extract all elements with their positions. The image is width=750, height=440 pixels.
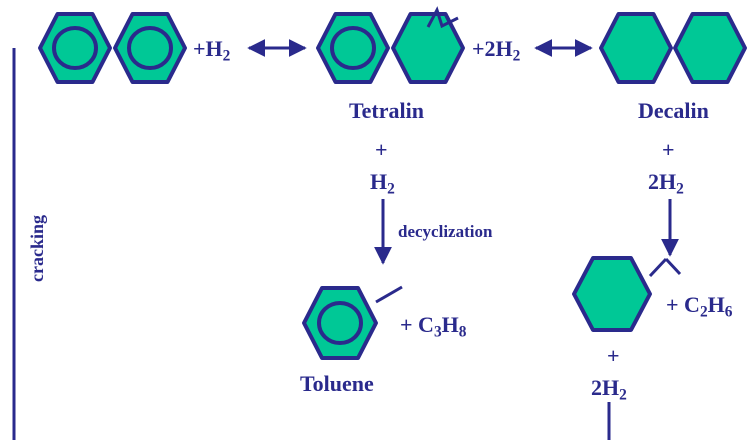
tetralin-ring-left	[316, 12, 390, 84]
toluene-label: Toluene	[300, 371, 374, 396]
toluene-ring	[302, 286, 378, 360]
h2-label-1: +H2	[193, 36, 231, 65]
aromatic-ring-icon	[317, 301, 363, 345]
cyclohexane-ring	[572, 256, 652, 332]
decalin-label: Decalin	[638, 98, 709, 123]
h2-label-tetralin: H2	[370, 169, 395, 198]
naphthalene-ring-left	[38, 12, 112, 84]
two-h2-label-bottom: 2H2	[591, 375, 627, 404]
decyclization-label: decyclization	[398, 222, 493, 241]
naphthalene-ring-right	[113, 12, 187, 84]
aromatic-ring-icon	[127, 26, 173, 70]
plus-sign-decalin: +	[662, 137, 675, 162]
hydrogen-mark-icon	[426, 6, 459, 29]
decalin-ring-left	[599, 12, 673, 84]
plus-sign-bottom: +	[607, 343, 620, 368]
two-h2-label-decalin: 2H2	[648, 169, 684, 198]
ethyl-bond-1	[648, 257, 668, 278]
decalin-ring-right	[673, 12, 747, 84]
plus-sign-tetralin: +	[375, 137, 388, 162]
tetralin-ring-right	[391, 12, 465, 84]
methyl-bond	[375, 285, 403, 304]
aromatic-ring-icon	[330, 26, 376, 70]
tetralin-label: Tetralin	[349, 98, 424, 123]
c2h6-label: + C2H6	[666, 292, 733, 321]
aromatic-ring-icon	[52, 26, 98, 70]
c3h8-label: + C3H8	[400, 312, 467, 341]
cracking-label: cracking	[27, 215, 47, 282]
two-h2-label-1: +2H2	[472, 36, 521, 65]
ethyl-bond-2	[664, 257, 682, 276]
